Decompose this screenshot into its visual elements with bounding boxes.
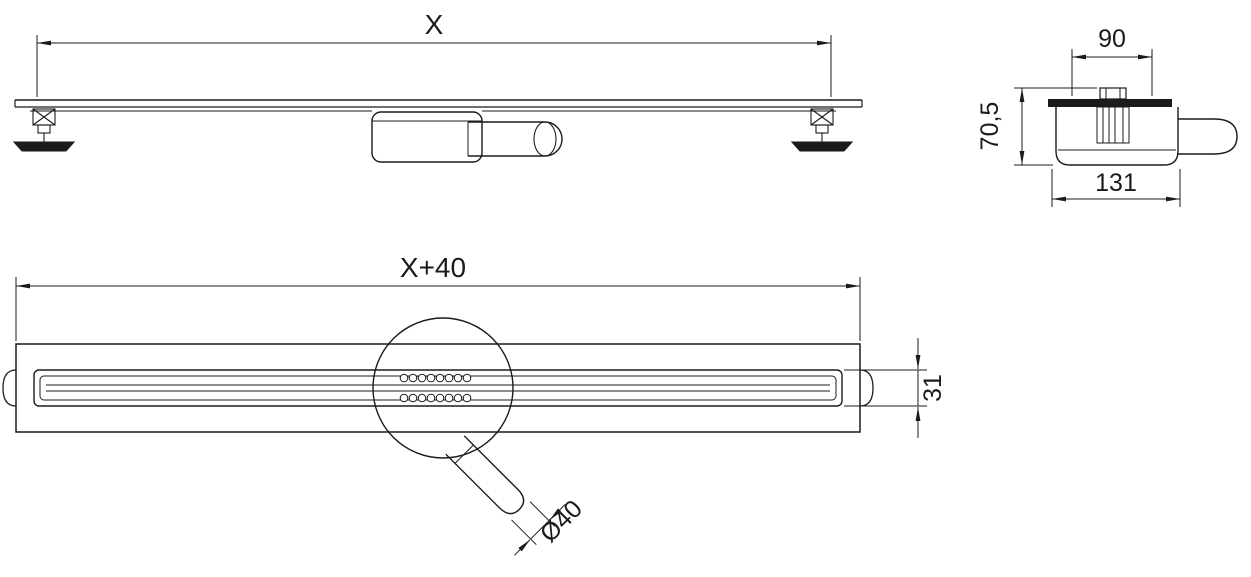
pipe-outline bbox=[445, 435, 525, 515]
drain-body-section bbox=[1048, 87, 1238, 166]
pipe-joint-seam bbox=[454, 444, 474, 464]
perforation-pattern bbox=[399, 373, 472, 403]
right-end-cap bbox=[859, 369, 874, 407]
siphon-circle bbox=[372, 317, 514, 459]
channel-profile bbox=[14, 99, 863, 112]
outlet-pipe-end bbox=[1178, 118, 1238, 155]
side-view: X bbox=[12, 9, 863, 163]
channel-flange-plan bbox=[15, 343, 861, 433]
right-foot bbox=[790, 108, 854, 152]
dimension-diameter-40 bbox=[511, 501, 566, 556]
rotated-outlet-pipe bbox=[445, 435, 566, 556]
pipe-end-ellipse bbox=[533, 121, 557, 157]
dim-label-pipe-diameter: Ø40 bbox=[535, 495, 588, 548]
dim-label-bottom-width: 131 bbox=[1095, 169, 1137, 197]
slot-outer bbox=[33, 369, 843, 407]
end-view: 90 70,5 131 bbox=[976, 25, 1238, 207]
dim-label-length-x: X bbox=[425, 9, 444, 40]
outlet-pipe-side bbox=[467, 121, 563, 157]
body-outline bbox=[1055, 107, 1179, 166]
dim-label-top-width: 90 bbox=[1098, 25, 1126, 53]
dimension-x bbox=[36, 35, 832, 97]
flange-strip bbox=[1048, 99, 1172, 107]
dimension-131 bbox=[1051, 169, 1181, 207]
foot-nut bbox=[37, 124, 51, 134]
dim-label-slot-width: 31 bbox=[919, 374, 947, 402]
plan-view: X+40 bbox=[2, 252, 947, 556]
foot-pad bbox=[790, 141, 854, 152]
dim-label-height: 70,5 bbox=[976, 102, 1004, 151]
grate-stub bbox=[1099, 87, 1127, 100]
foot-pad bbox=[12, 141, 76, 152]
dimension-70-5 bbox=[1014, 87, 1097, 166]
left-foot bbox=[12, 108, 76, 152]
trap-body bbox=[371, 111, 483, 163]
siphon-trap bbox=[371, 111, 563, 163]
dimension-90 bbox=[1071, 49, 1153, 96]
dimension-31 bbox=[844, 338, 927, 438]
channel-plan bbox=[2, 317, 874, 459]
foot-nut bbox=[815, 124, 829, 134]
left-end-cap bbox=[2, 369, 17, 407]
dim-label-overall-length: X+40 bbox=[400, 252, 466, 283]
drain-insert-hatch bbox=[1096, 106, 1130, 144]
dimension-x-plus-40 bbox=[15, 277, 861, 341]
